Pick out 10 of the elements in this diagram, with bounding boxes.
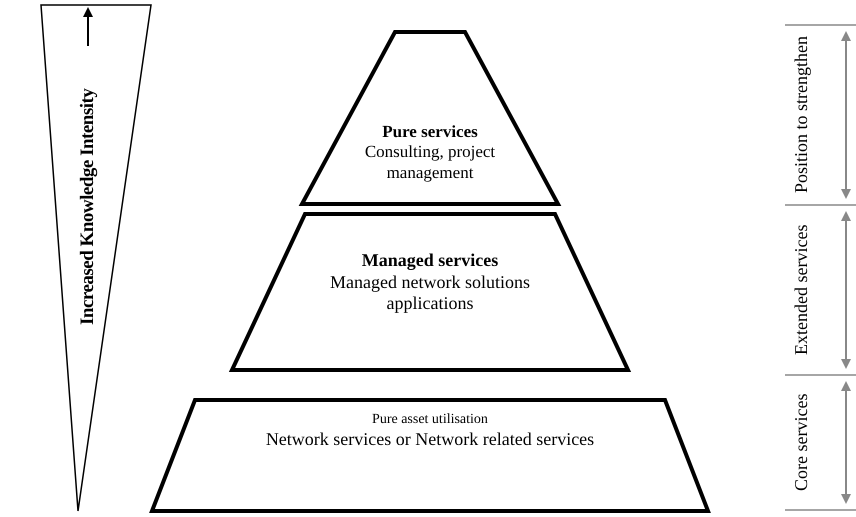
- tier-description: Network services or Network related services: [264, 428, 596, 450]
- tier-description: Consulting, project management: [364, 142, 496, 184]
- section-label: Extended services: [792, 224, 812, 358]
- section-label: Core services: [792, 392, 812, 494]
- tier-heading: Pure services: [381, 122, 479, 142]
- tier-heading: Managed services: [360, 250, 500, 272]
- axis-label: Increased Knowledge Intensity: [77, 87, 99, 328]
- section-label: Position to strengthen: [792, 35, 812, 196]
- tier-description: Managed network solutions applications: [329, 272, 531, 315]
- tier-heading: Pure asset utilisation: [371, 412, 489, 429]
